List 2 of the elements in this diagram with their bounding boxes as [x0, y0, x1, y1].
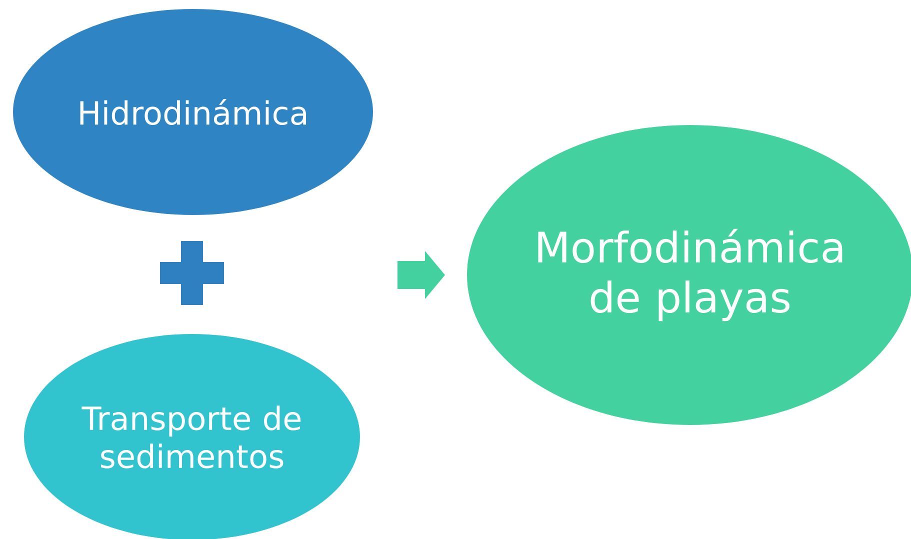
ellipse-node: Hidrodinámica — [13, 9, 373, 215]
block-arrow — [398, 251, 445, 299]
